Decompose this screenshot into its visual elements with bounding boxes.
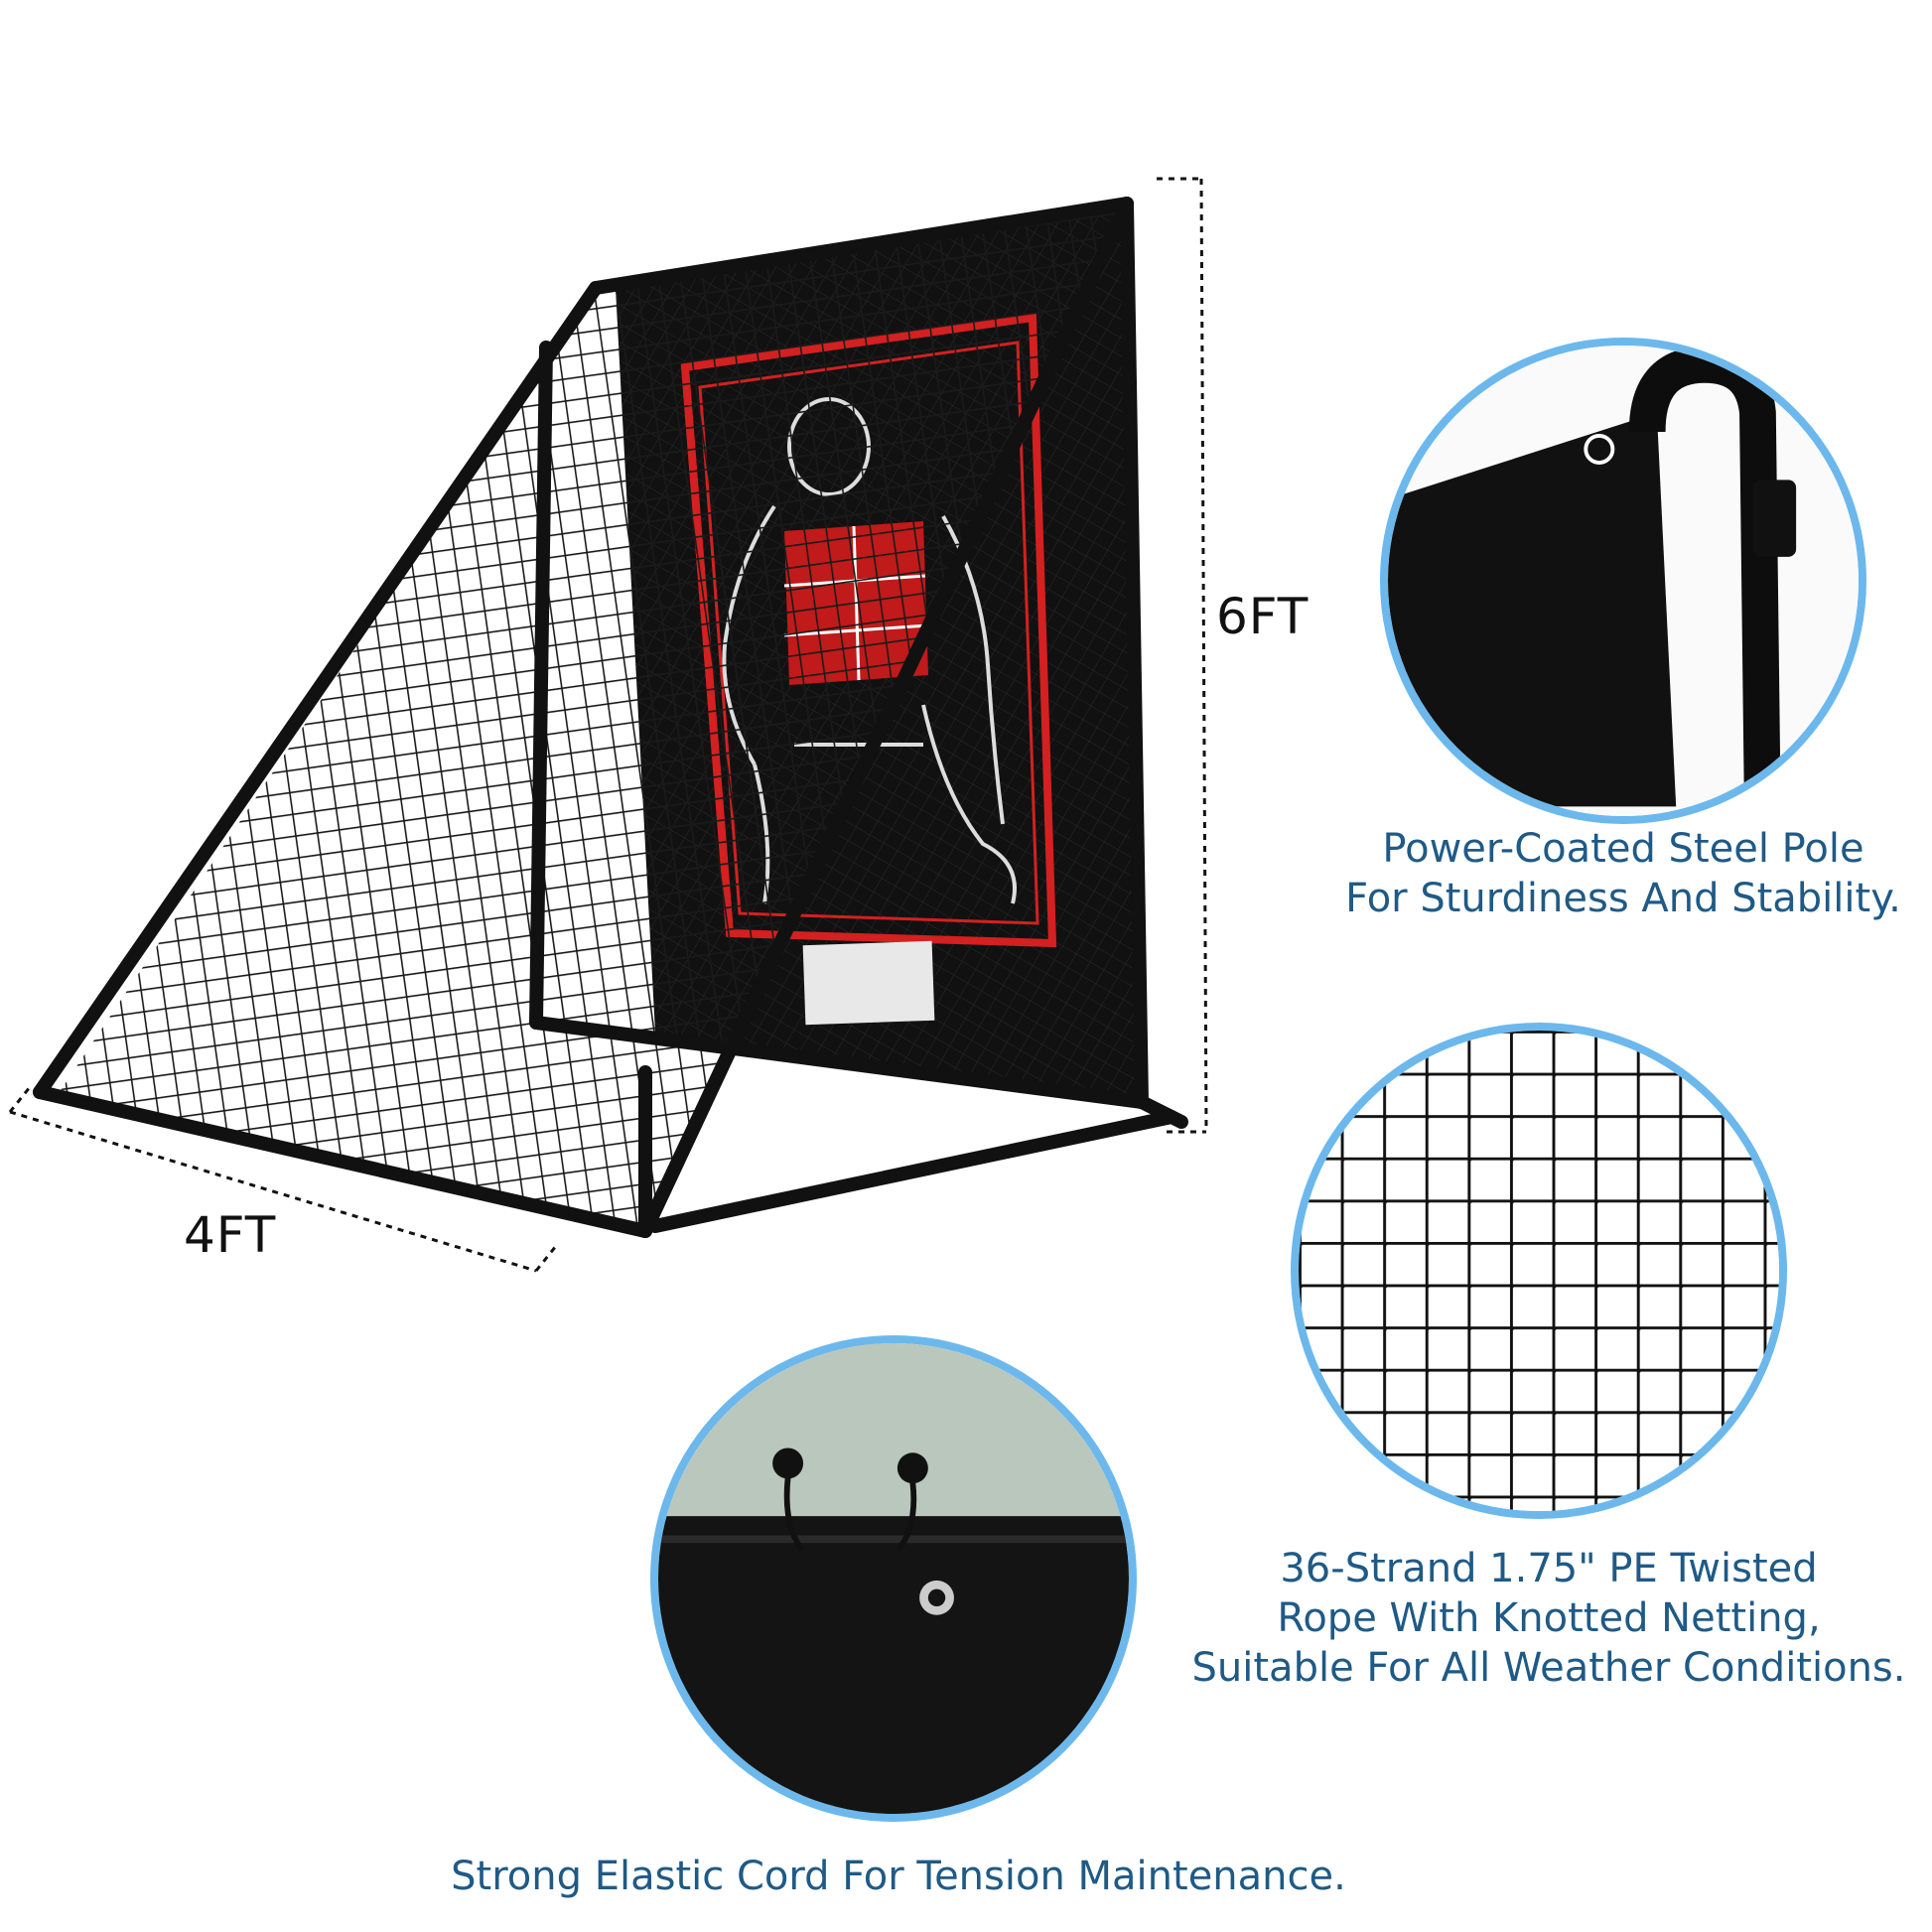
caption-line: Suitable For All Weather Conditions. [1191,1645,1906,1691]
caption-line: For Sturdiness And Stability. [1345,876,1901,921]
width-dimension-label: 4FT [184,1206,277,1264]
caption-line: Strong Elastic Cord For Tension Maintena… [451,1854,1346,1899]
steel-pole-detail-image [1380,338,1866,824]
elastic-cord-detail-image [650,1335,1137,1822]
height-dimension-label: 6FT [1216,588,1310,645]
steel-pole-caption: Power-Coated Steel Pole For Sturdiness A… [1311,824,1932,923]
caption-line: 36-Strand 1.75" PE Twisted [1280,1546,1818,1591]
netting-detail-image [1291,1023,1787,1519]
netting-caption: 36-Strand 1.75" PE Twisted Rope With Kno… [1181,1544,1916,1693]
elastic-cord-caption: Strong Elastic Cord For Tension Maintena… [377,1852,1420,1901]
rebounder-illustration [8,177,1208,1273]
caption-line: Power-Coated Steel Pole [1382,826,1864,872]
rebounder-product-image [0,149,1241,1291]
caption-line: Rope With Knotted Netting, [1277,1595,1821,1641]
